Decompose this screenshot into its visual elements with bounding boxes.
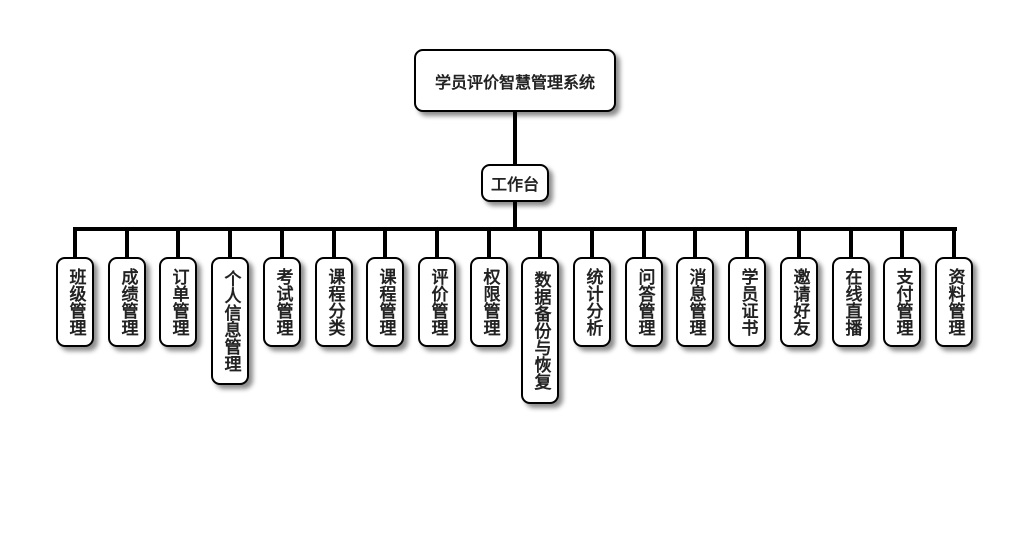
module-node: 个人信息管理 [211, 257, 249, 385]
connector-root-hub [513, 112, 517, 164]
module-node: 评价管理 [418, 257, 456, 347]
connector-module-16 [900, 229, 904, 257]
module-node-label: 班级管理 [65, 268, 86, 336]
module-node-label: 课程管理 [375, 268, 396, 336]
module-node: 班级管理 [56, 257, 94, 347]
connector-module-14 [797, 229, 801, 257]
connector-module-11 [642, 229, 646, 257]
module-node: 问答管理 [625, 257, 663, 347]
connector-module-5 [332, 229, 336, 257]
connector-module-7 [435, 229, 439, 257]
connector-module-13 [745, 229, 749, 257]
module-node-label: 邀请好友 [789, 268, 810, 336]
module-node: 课程管理 [366, 257, 404, 347]
connector-module-15 [849, 229, 853, 257]
module-node: 成绩管理 [108, 257, 146, 347]
connector-module-10 [590, 229, 594, 257]
module-node: 消息管理 [676, 257, 714, 347]
module-node-label: 支付管理 [892, 268, 913, 336]
module-node-label: 问答管理 [634, 268, 655, 336]
connector-hub-bus [513, 202, 517, 229]
root-node-label: 学员评价智慧管理系统 [434, 72, 595, 92]
module-node-label: 评价管理 [427, 268, 448, 336]
module-node-label: 统计分析 [582, 268, 603, 336]
module-node: 在线直播 [832, 257, 870, 347]
module-node-label: 学员证书 [737, 268, 758, 336]
hub-node: 工作台 [481, 164, 549, 202]
connector-module-0 [73, 229, 77, 257]
connector-module-12 [693, 229, 697, 257]
module-node-label: 数据备份与恢复 [530, 271, 551, 390]
module-node-label: 订单管理 [168, 268, 189, 336]
connector-bus [73, 227, 957, 231]
module-node: 课程分类 [315, 257, 353, 347]
module-node: 数据备份与恢复 [521, 257, 559, 404]
module-node: 权限管理 [470, 257, 508, 347]
module-node-label: 课程分类 [324, 268, 345, 336]
module-node-label: 资料管理 [944, 268, 965, 336]
connector-module-1 [125, 229, 129, 257]
module-node: 学员证书 [728, 257, 766, 347]
module-node-label: 考试管理 [272, 268, 293, 336]
connector-module-8 [487, 229, 491, 257]
module-node: 订单管理 [159, 257, 197, 347]
module-node-label: 在线直播 [841, 268, 862, 336]
connector-module-3 [228, 229, 232, 257]
module-node: 邀请好友 [780, 257, 818, 347]
connector-module-4 [280, 229, 284, 257]
module-node: 考试管理 [263, 257, 301, 347]
module-node-label: 权限管理 [479, 268, 500, 336]
module-node: 统计分析 [573, 257, 611, 347]
connector-module-6 [383, 229, 387, 257]
hub-node-label: 工作台 [490, 175, 539, 194]
module-node-label: 消息管理 [685, 268, 706, 336]
connector-module-17 [952, 229, 956, 257]
connector-module-2 [176, 229, 180, 257]
module-node-label: 个人信息管理 [220, 270, 241, 372]
root-node: 学员评价智慧管理系统 [414, 49, 616, 112]
module-node: 资料管理 [935, 257, 973, 347]
connector-module-9 [538, 229, 542, 257]
module-node: 支付管理 [883, 257, 921, 347]
module-node-label: 成绩管理 [117, 268, 138, 336]
